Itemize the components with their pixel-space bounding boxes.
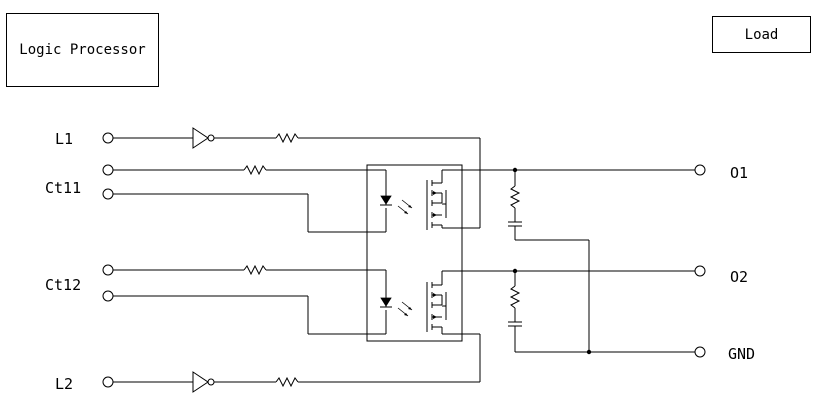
- terminal-o2: [694, 265, 706, 277]
- mosfet-lower: [426, 270, 515, 335]
- pin-label-o2: O2: [730, 268, 748, 286]
- logic-processor-block: Logic Processor: [6, 13, 159, 87]
- pin-label-ctl1: Ct11: [45, 179, 81, 197]
- left-terminals: [102, 132, 114, 388]
- resistor-l1: [275, 132, 299, 144]
- resistor-ctl2: [243, 264, 267, 276]
- junction-gnd: [586, 349, 592, 355]
- terminal-ctl1-a: [102, 164, 114, 176]
- ssr-package: [366, 164, 463, 342]
- led-upper: [380, 195, 413, 215]
- terminal-l1: [102, 132, 114, 144]
- pin-label-o1: O1: [730, 164, 748, 182]
- terminal-o1: [694, 164, 706, 176]
- l2-net: [113, 334, 481, 393]
- load-block: Load: [712, 16, 811, 53]
- gnd-net: [515, 349, 695, 355]
- logic-processor-label: Logic Processor: [19, 42, 146, 58]
- o2-net: [508, 268, 695, 352]
- load-label: Load: [744, 26, 779, 43]
- inverter-l2: [192, 371, 209, 393]
- snubber-resistor-upper: [509, 185, 521, 209]
- pin-label-ctl2: Ct12: [45, 276, 81, 294]
- o1-net: [480, 167, 695, 352]
- terminal-ctl1-b: [102, 188, 114, 200]
- inverter-l1: [192, 127, 209, 149]
- right-terminals: [694, 164, 706, 358]
- ctl2-net: [113, 264, 387, 335]
- resistor-l2: [275, 376, 299, 388]
- l1-net: [113, 127, 481, 228]
- pin-label-l1: L1: [55, 130, 73, 148]
- ctl1-net: [113, 164, 387, 233]
- mosfet-upper: [426, 169, 480, 230]
- pin-label-l2: L2: [55, 375, 73, 393]
- snubber-resistor-lower: [509, 285, 521, 309]
- terminal-ctl2-b: [102, 290, 114, 302]
- terminal-gnd: [694, 346, 706, 358]
- led-lower: [380, 297, 413, 317]
- terminal-l2: [102, 376, 114, 388]
- resistor-ctl1: [243, 164, 267, 176]
- pin-label-gnd: GND: [728, 345, 755, 363]
- terminal-ctl2-a: [102, 264, 114, 276]
